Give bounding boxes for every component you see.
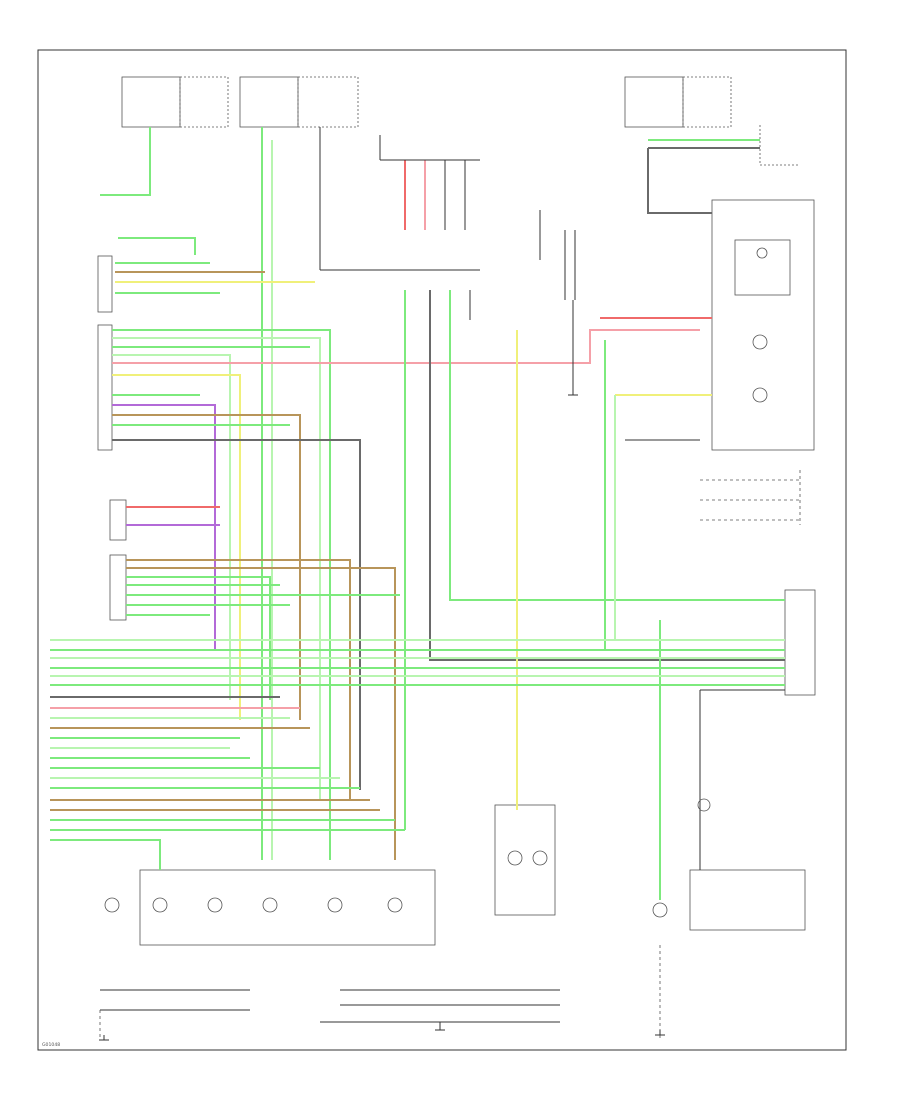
footer-code: G01048 [42, 1042, 60, 1048]
bottom-right-module-box [689, 869, 806, 931]
top-right-connector [759, 125, 800, 166]
top-left-component-box [121, 76, 229, 128]
diagram-frame [37, 49, 847, 1051]
right-connector-strip [784, 589, 816, 696]
lamps [104, 247, 768, 918]
bottom-lamp-2 [207, 897, 223, 913]
bottom-lamp-4 [327, 897, 343, 913]
ground-symbol-3 [655, 1030, 665, 1036]
colored-wires [50, 127, 785, 900]
right-module-box [711, 199, 815, 451]
right-module-lamp-1 [752, 334, 768, 350]
top-right-component-box [624, 76, 732, 128]
bottom-lamp-5 [387, 897, 403, 913]
right-module-lamp-2 [752, 387, 768, 403]
bottom-center-lamp-box [494, 804, 556, 916]
left-connector-block [97, 255, 113, 313]
ground-symbols [99, 390, 665, 1041]
right-lamp [652, 902, 668, 918]
right-small-lamp [697, 798, 711, 812]
mid-left-connector-2 [109, 554, 127, 621]
left-lamp [104, 897, 120, 913]
right-module-inner-box [734, 239, 791, 296]
right-module-inner-lamp [756, 247, 768, 259]
bottom-lamp-1 [152, 897, 168, 913]
top-center-component-box-2 [297, 76, 359, 128]
dashed-lines [99, 470, 801, 1040]
center-lamp-2 [532, 850, 548, 866]
black-wires [100, 127, 785, 1023]
ground-symbol-4 [568, 390, 578, 396]
center-lamp-1 [507, 850, 523, 866]
top-center-component-box-1 [239, 76, 299, 128]
ground-symbol-2 [435, 1022, 445, 1031]
left-connector-block-2 [97, 324, 113, 451]
bottom-lamp-box [139, 869, 436, 946]
ground-symbol-1 [99, 1035, 109, 1041]
bottom-lamp-3 [262, 897, 278, 913]
mid-left-connector-1 [109, 499, 127, 541]
